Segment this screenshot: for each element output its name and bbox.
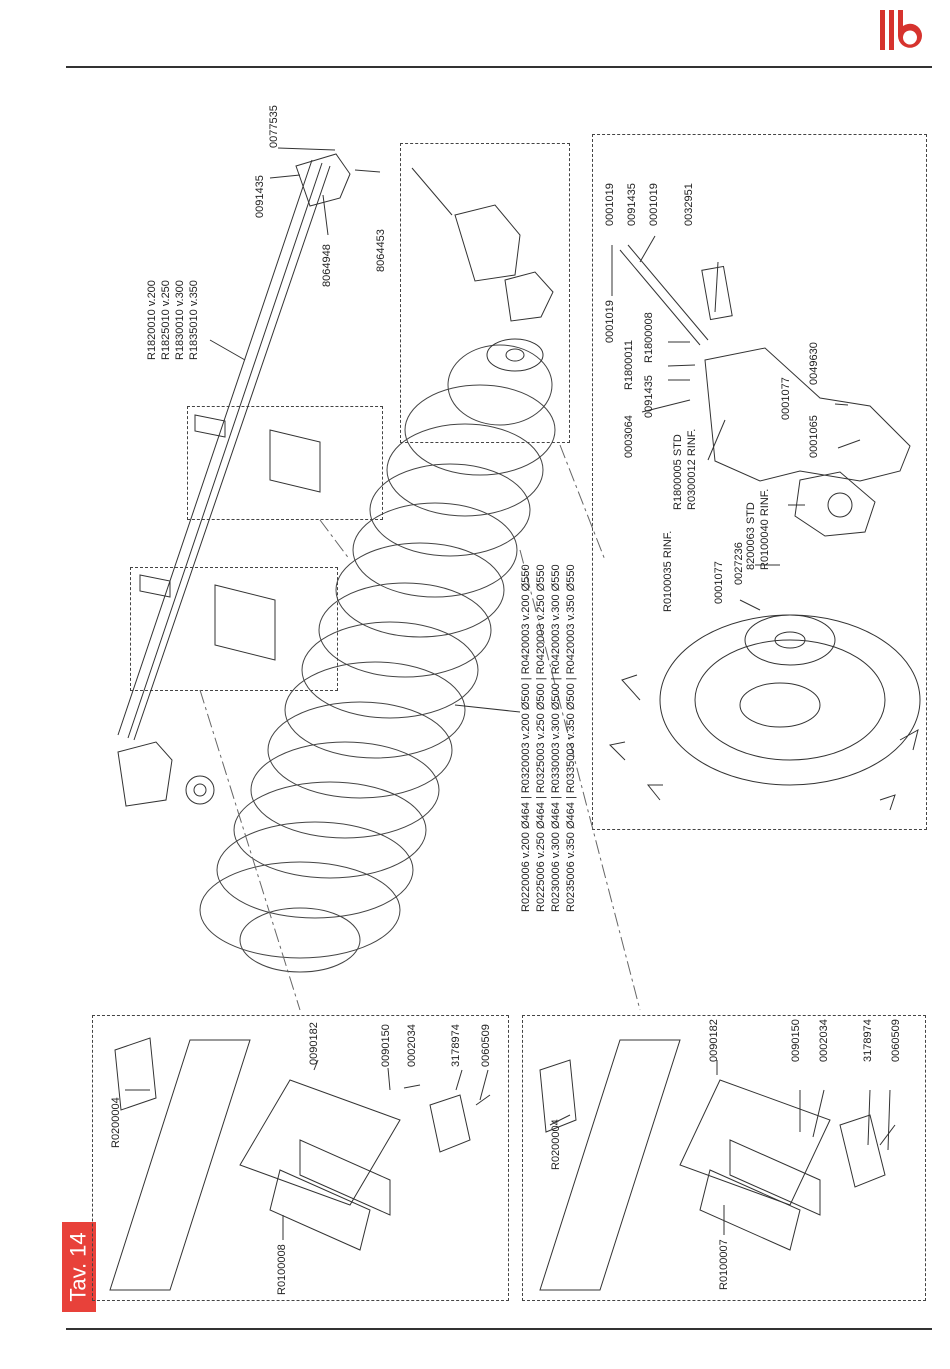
label-0001019-b: 0001019 bbox=[648, 183, 660, 226]
label-0001077-a: 0001077 bbox=[780, 377, 792, 420]
label-right-0002034: 0002034 bbox=[818, 1019, 830, 1062]
label-bracket-code-1: R1800005 STD bbox=[672, 434, 684, 510]
label-R1800011: R1800011 bbox=[623, 340, 635, 390]
label-0049630: 0049630 bbox=[808, 342, 820, 385]
lb-logo-icon bbox=[878, 8, 924, 54]
label-R1800008: R1800008 bbox=[643, 312, 655, 363]
label-0027236: 0027236 bbox=[733, 542, 745, 585]
label-left-R0200004: R0200004 bbox=[110, 1097, 122, 1148]
label-bracket-code-2: R0300012 RINF. bbox=[686, 428, 698, 510]
footer-rule bbox=[66, 1328, 932, 1330]
label-left-3178974: 3178974 bbox=[450, 1024, 462, 1067]
label-roller-code-2: R0225006 v.250 Ø464 | R0325003 v.250 Ø50… bbox=[535, 564, 547, 912]
label-right-3178974: 3178974 bbox=[862, 1019, 874, 1062]
label-0091435-b: 0091435 bbox=[626, 183, 638, 226]
label-shaft-code-2: R1825010 v.250 bbox=[160, 280, 172, 360]
label-left-0090150: 0090150 bbox=[380, 1024, 392, 1067]
detail-box-mid-1 bbox=[187, 406, 383, 520]
label-0077535: 0077535 bbox=[268, 105, 280, 148]
label-8064453: 8064453 bbox=[375, 229, 387, 272]
label-8064948: 8064948 bbox=[321, 244, 333, 287]
label-right-R0100007: R0100007 bbox=[718, 1239, 730, 1290]
label-roller-code-4: R0235006 v.350 Ø464 | R0335003 v.350 Ø50… bbox=[565, 564, 577, 912]
label-bearing-code-2: R0100040 RINF. bbox=[759, 488, 771, 570]
label-0091435-c: 0091435 bbox=[643, 375, 655, 418]
label-left-0060509: 0060509 bbox=[480, 1024, 492, 1067]
detail-box-bottom-right bbox=[522, 1015, 926, 1301]
label-shaft-code-4: R1835010 v.350 bbox=[188, 280, 200, 360]
label-bearing-code-1: 8200063 STD bbox=[745, 502, 757, 570]
label-0001019-a: 0001019 bbox=[604, 183, 616, 226]
label-right-0090182: 0090182 bbox=[708, 1019, 720, 1062]
label-roller-code-3: R0230006 v.300 Ø464 | R0330003 v.300 Ø50… bbox=[550, 564, 562, 912]
detail-box-top-center bbox=[400, 143, 570, 443]
label-0032951: 0032951 bbox=[683, 183, 695, 226]
label-right-0060509: 0060509 bbox=[890, 1019, 902, 1062]
label-R0100035: R0100035 RINF. bbox=[662, 530, 674, 612]
label-shaft-code-3: R1830010 v.300 bbox=[174, 280, 186, 360]
label-shaft-code-1: R1820010 v.200 bbox=[146, 280, 158, 360]
page-tag: Tav. 14 bbox=[62, 1222, 96, 1312]
label-roller-code-1: R0220006 v.200 Ø464 | R0320003 v.200 Ø50… bbox=[520, 564, 532, 912]
detail-box-right bbox=[592, 134, 927, 830]
label-0003064: 0003064 bbox=[623, 415, 635, 458]
label-right-R0200004: R0200004 bbox=[550, 1119, 562, 1170]
label-0001077-b: 0001077 bbox=[713, 561, 725, 604]
label-left-0002034: 0002034 bbox=[406, 1024, 418, 1067]
label-0001019-c: 0001019 bbox=[604, 300, 616, 343]
detail-box-mid-2 bbox=[130, 567, 338, 691]
label-right-0090150: 0090150 bbox=[790, 1019, 802, 1062]
detail-box-bottom-left bbox=[92, 1015, 509, 1301]
label-0091435-top: 0091435 bbox=[254, 175, 266, 218]
label-left-R0100008: R0100008 bbox=[276, 1244, 288, 1295]
label-left-0090182: 0090182 bbox=[308, 1022, 320, 1065]
label-0001065: 0001065 bbox=[808, 415, 820, 458]
header-rule bbox=[66, 66, 932, 68]
